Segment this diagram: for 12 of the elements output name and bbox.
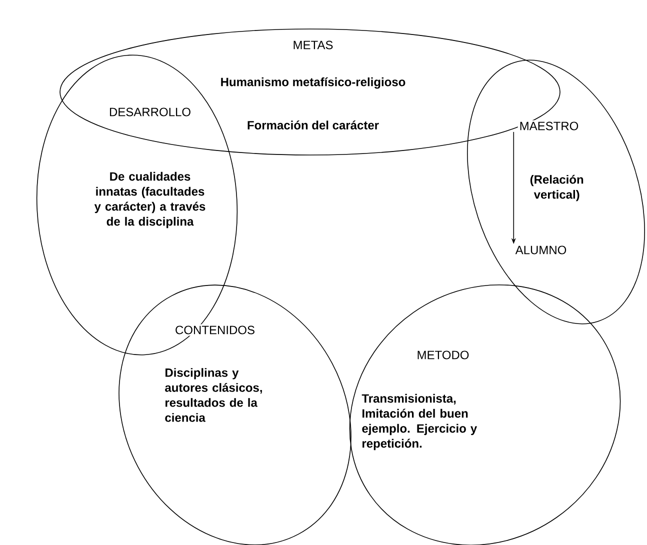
ellipse-text: De cualidades innatas (facultades y carácter) a través de la disciplina: [94, 172, 206, 228]
ellipse-text: Transmisionista, Imitación del buen ejemplo. Ejercicio y repetición.: [362, 394, 478, 450]
ellipse-heading: CONTENIDOS: [174, 324, 256, 336]
ellipse-heading: DESARROLLO: [108, 106, 193, 118]
ellipse-text: Humanismo metafísico-religioso: [221, 77, 406, 89]
label-text: ALUMNO: [514, 244, 568, 256]
ellipse-heading: METODO: [415, 349, 471, 361]
edge-label: (Relación vertical): [530, 174, 584, 202]
ellipse-text: Disciplinas y autores clásicos, resultados de la ciencia: [165, 368, 262, 422]
label-text: MAESTRO: [518, 120, 580, 132]
ellipse-text: Formación del carácter: [248, 120, 379, 130]
ellipse-heading: METAS: [291, 39, 335, 51]
